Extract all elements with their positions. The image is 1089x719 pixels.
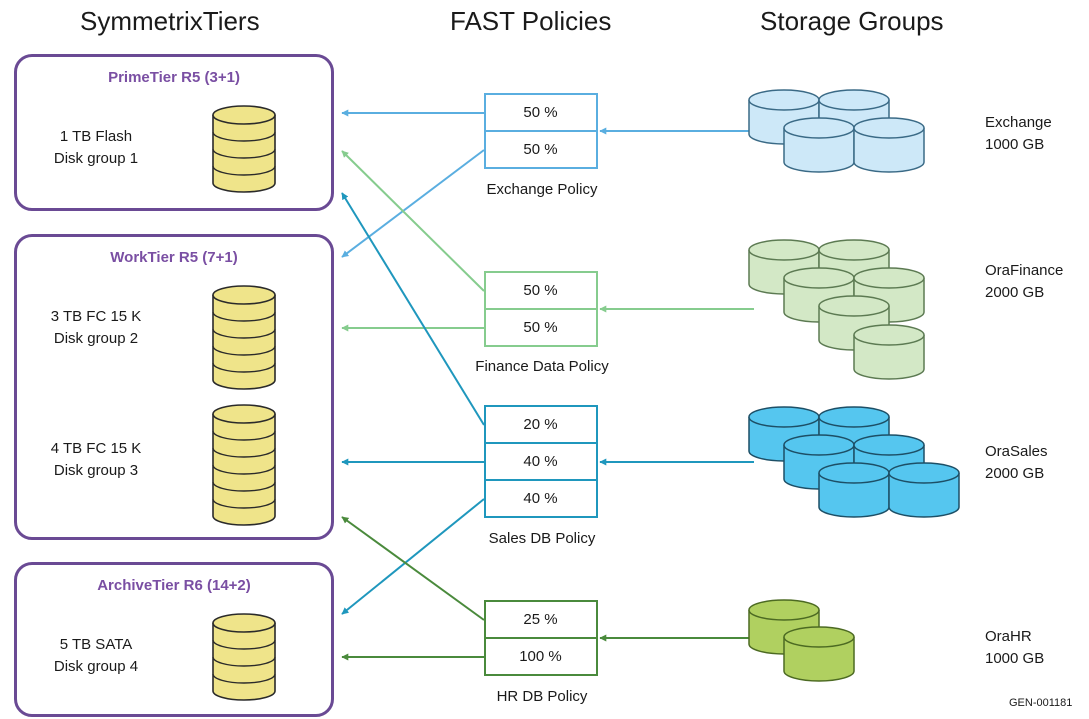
tier-name: ArchiveTier R6 (14+2) xyxy=(97,577,251,594)
policy-finance-name: Finance Data Policy xyxy=(475,358,609,375)
header-storage-groups: Storage Groups xyxy=(760,6,944,36)
connector-arrow xyxy=(341,149,485,258)
policy-hr-cell-1: 25 % xyxy=(484,601,597,638)
policy-exchange-name: Exchange Policy xyxy=(486,181,598,198)
connector-arrow xyxy=(341,498,485,615)
connector-arrow xyxy=(341,516,485,621)
tier-archive: ArchiveTier R6 (14+2) xyxy=(14,562,334,717)
policy-sales-name: Sales DB Policy xyxy=(488,530,596,547)
policy-sales-cell-1: 20 % xyxy=(484,406,597,443)
policy-finance-cell-2: 50 % xyxy=(484,309,597,346)
policy-sales-cell-2: 40 % xyxy=(484,443,597,480)
connector-arrow xyxy=(341,150,485,292)
policy-exchange-cell-1: 50 % xyxy=(484,94,597,131)
policy-exchange-cell-2: 50 % xyxy=(484,131,597,168)
policy-sales-cell-3: 40 % xyxy=(484,480,597,517)
tier-name: WorkTier R5 (7+1) xyxy=(110,249,238,266)
tier-prime: PrimeTier R5 (3+1) xyxy=(14,54,334,211)
header-fast-policies: FAST Policies xyxy=(450,6,612,36)
header-symmetrix-tiers: SymmetrixTiers xyxy=(80,6,260,36)
figure-id: GEN-001181 xyxy=(1009,697,1073,709)
policy-hr-name: HR DB Policy xyxy=(496,688,588,705)
connector-arrow xyxy=(341,192,485,426)
policy-finance-cell-1: 50 % xyxy=(484,272,597,309)
policy-hr-cell-2: 100 % xyxy=(484,638,597,675)
tier-work: WorkTier R5 (7+1) xyxy=(14,234,334,540)
tier-name: PrimeTier R5 (3+1) xyxy=(108,69,240,86)
